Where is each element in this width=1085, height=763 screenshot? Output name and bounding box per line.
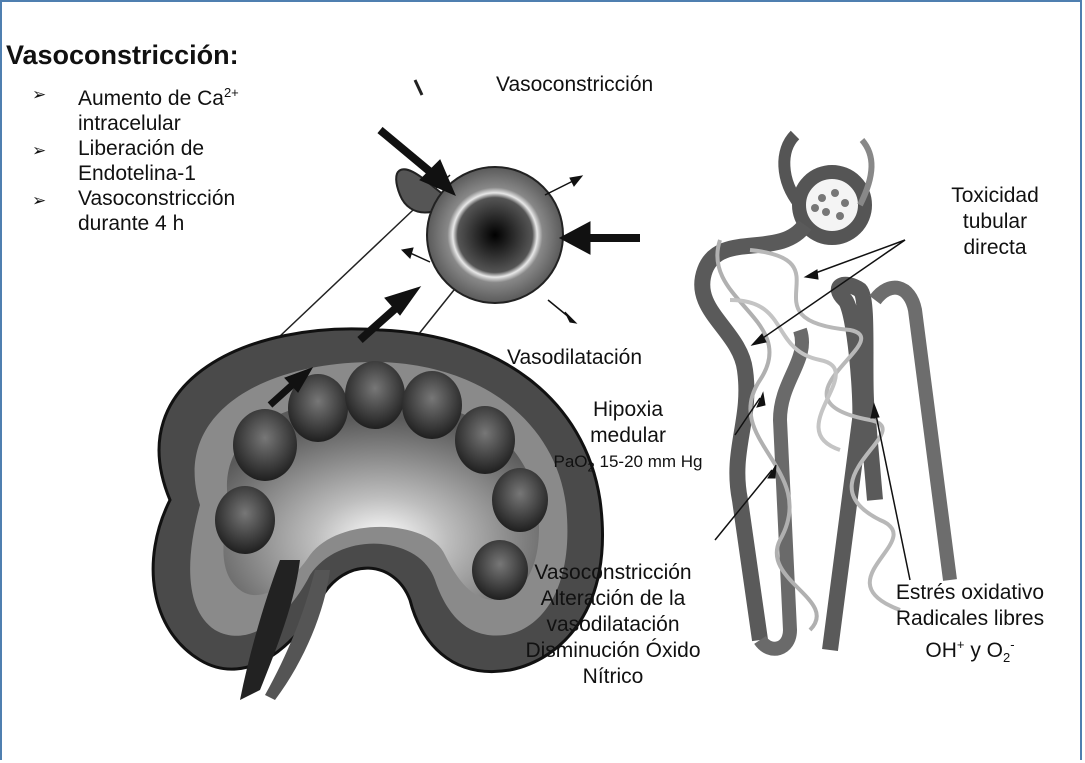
label-hipoxia: Hipoxia medular PaO2 15-20 mm Hg <box>548 397 708 480</box>
label-vasoconstriccion-no: Vasoconstricción Alteración de la vasodi… <box>508 560 718 690</box>
label-line: directa <box>930 235 1060 261</box>
label-line: Estrés oxidativo <box>870 580 1070 606</box>
bullet-text: durante 4 h <box>78 212 184 235</box>
label-vasoconstriccion: Vasoconstricción <box>496 72 653 98</box>
label-line: vasodilatación <box>508 612 718 638</box>
arrow-bullet-icon: ➢ <box>32 82 46 107</box>
label-line: tubular <box>930 209 1060 235</box>
arrow-bullet-icon: ➢ <box>32 138 46 163</box>
bullet-continuation: durante 4 h <box>32 211 239 236</box>
bullet-item: ➢ Aumento de Ca2+ <box>32 80 239 111</box>
bullet-text: intracelular <box>78 112 181 135</box>
label-line: Hipoxia <box>548 397 708 423</box>
bullet-list: ➢ Aumento de Ca2+ intracelular ➢ Liberac… <box>32 80 239 236</box>
nephron-illustration <box>702 135 950 650</box>
bullet-continuation: intracelular <box>32 111 239 136</box>
bullet-item: ➢ Vasoconstricción <box>32 186 239 211</box>
label-line: Vasoconstricción <box>508 560 718 586</box>
label-line: Disminución Óxido <box>508 638 718 664</box>
bullet-text: Aumento de Ca <box>78 87 224 110</box>
label-radicals: OH+ y O2- <box>870 632 1070 671</box>
arrow-bullet-icon: ➢ <box>32 188 46 213</box>
label-line: Alteración de la <box>508 586 718 612</box>
bullet-continuation: Endotelina-1 <box>32 161 239 186</box>
label-line: Toxicidad <box>930 183 1060 209</box>
label-estres-oxidativo: Estrés oxidativo Radicales libres OH+ y … <box>870 580 1070 671</box>
bullet-text: Vasoconstricción <box>78 187 235 210</box>
bullet-text: Endotelina-1 <box>78 162 196 185</box>
page-title: Vasoconstricción: <box>6 40 239 71</box>
bullet-superscript: 2+ <box>224 85 239 100</box>
label-line: medular <box>548 423 708 449</box>
label-toxicidad: Toxicidad tubular directa <box>930 183 1060 261</box>
label-vasodilatacion: Vasodilatación <box>507 345 642 371</box>
vessel-cross-section <box>396 167 563 303</box>
tick-mark <box>415 80 422 95</box>
bullet-text: Liberación de <box>78 137 204 160</box>
bullet-item: ➢ Liberación de <box>32 136 239 161</box>
label-line: Radicales libres <box>870 606 1070 632</box>
label-line: Nítrico <box>508 664 718 690</box>
label-pao2: PaO2 15-20 mm Hg <box>548 449 708 480</box>
